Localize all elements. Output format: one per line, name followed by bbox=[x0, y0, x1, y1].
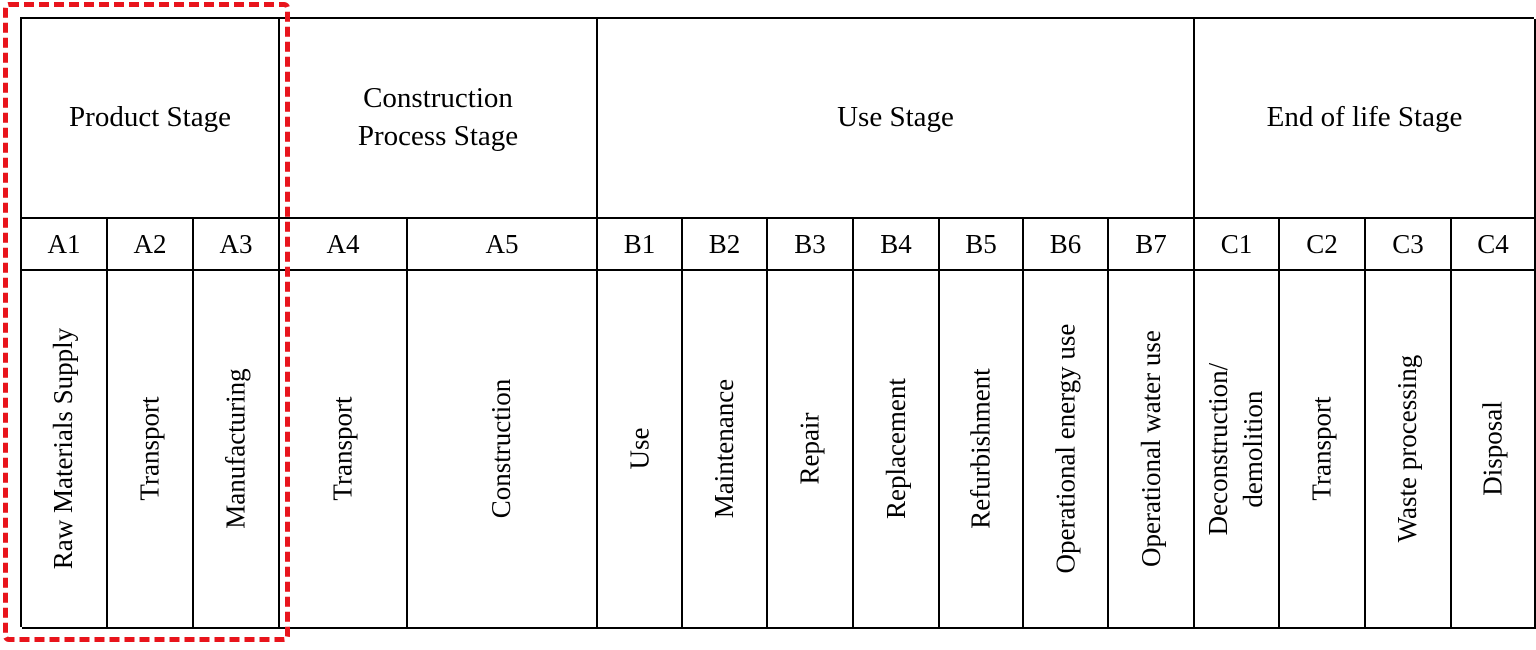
module-label-b3: Repair bbox=[768, 271, 854, 629]
module-label-line: Maintenance bbox=[708, 379, 739, 519]
module-label-b6: Operational energy use bbox=[1024, 271, 1109, 629]
module-label-c4: Disposal bbox=[1452, 271, 1536, 629]
module-label-line: Repair bbox=[794, 413, 825, 485]
module-code-b2: B2 bbox=[683, 219, 768, 271]
module-label-b2: Maintenance bbox=[683, 271, 768, 629]
module-label-line: Refurbishment bbox=[965, 368, 996, 530]
module-code-b1: B1 bbox=[598, 219, 683, 271]
module-label-line: Transport bbox=[327, 396, 358, 502]
module-label-line: Transport bbox=[134, 396, 165, 502]
module-label-line: Operational water use bbox=[1135, 330, 1166, 568]
module-code-c2: C2 bbox=[1280, 219, 1366, 271]
module-code-b5: B5 bbox=[940, 219, 1024, 271]
module-label-b4: Replacement bbox=[854, 271, 940, 629]
module-label-line: Deconstruction/ bbox=[1203, 362, 1234, 536]
module-label-line: Waste processing bbox=[1392, 355, 1423, 543]
module-code-a2: A2 bbox=[108, 219, 194, 271]
module-label-b5: Refurbishment bbox=[940, 271, 1024, 629]
module-code-b7: B7 bbox=[1109, 219, 1195, 271]
stage-header-end-of-life-line: End of life Stage bbox=[1266, 101, 1463, 134]
module-label-c3: Waste processing bbox=[1366, 271, 1452, 629]
module-label-line: Replacement bbox=[880, 378, 911, 520]
module-label-line: Use bbox=[623, 428, 654, 470]
module-label-a2: Transport bbox=[108, 271, 194, 629]
module-label-line: Raw Materials Supply bbox=[48, 328, 79, 570]
module-label-a3: Manufacturing bbox=[194, 271, 280, 629]
module-code-a5: A5 bbox=[408, 219, 598, 271]
module-code-c3: C3 bbox=[1366, 219, 1452, 271]
module-label-a5: Construction bbox=[408, 271, 598, 629]
module-label-line: demolition bbox=[1238, 390, 1269, 508]
module-code-a4: A4 bbox=[280, 219, 408, 271]
module-code-c1: C1 bbox=[1195, 219, 1280, 271]
module-label-line: Operational energy use bbox=[1049, 324, 1080, 574]
module-code-a3: A3 bbox=[194, 219, 280, 271]
module-code-b6: B6 bbox=[1024, 219, 1109, 271]
module-code-b3: B3 bbox=[768, 219, 854, 271]
module-code-b4: B4 bbox=[854, 219, 940, 271]
lifecycle-stages-table: Product Stage Construction Process Stage… bbox=[20, 17, 1536, 629]
module-label-a4: Transport bbox=[280, 271, 408, 629]
module-label-c2: Transport bbox=[1280, 271, 1366, 629]
module-code-a1: A1 bbox=[22, 219, 108, 271]
stage-header-construction-line: Process Stage bbox=[357, 120, 519, 152]
module-label-b1: Use bbox=[598, 271, 683, 629]
module-label-line: Manufacturing bbox=[220, 368, 251, 530]
stage-header-construction-line: Construction bbox=[363, 82, 513, 115]
module-label-line: Transport bbox=[1306, 396, 1337, 502]
stage-header-product-line: Product Stage bbox=[69, 101, 231, 134]
module-label-line: Disposal bbox=[1477, 401, 1508, 497]
module-label-b7: Operational water use bbox=[1109, 271, 1195, 629]
stage-header-use: Use Stage bbox=[598, 19, 1195, 219]
stage-header-use-line: Use Stage bbox=[837, 101, 954, 134]
module-label-a1: Raw Materials Supply bbox=[22, 271, 108, 629]
stage-header-product: Product Stage bbox=[22, 19, 280, 219]
module-code-c4: C4 bbox=[1452, 219, 1536, 271]
stage-header-construction: Construction Process Stage bbox=[280, 19, 598, 219]
stage-header-end-of-life: End of life Stage bbox=[1195, 19, 1536, 219]
module-label-c1: Deconstruction/ demolition bbox=[1195, 271, 1280, 629]
module-label-line: Construction bbox=[486, 379, 517, 519]
